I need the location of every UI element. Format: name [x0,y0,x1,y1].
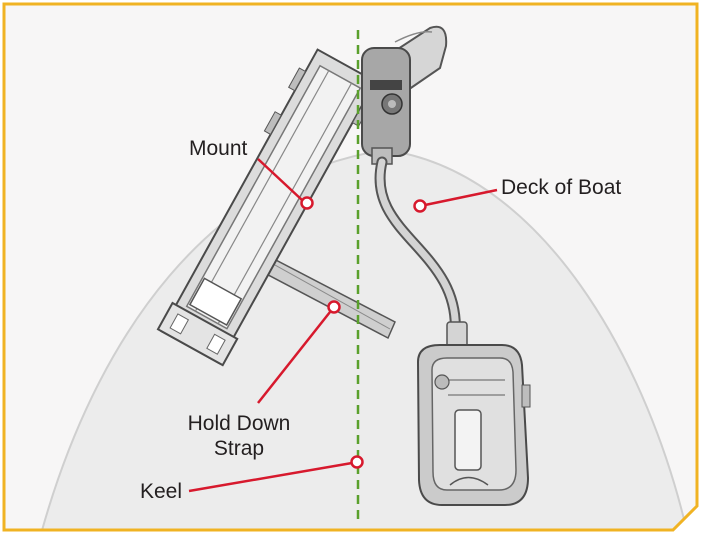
hold-down-strap-label-line1: Hold Down [187,412,291,435]
callout-mount [257,158,314,210]
mount-bracket [156,48,377,367]
frame-border [2,2,699,532]
foot-pedal [416,321,531,506]
hold-down-strap-label-line2: Strap [213,437,265,460]
motor-head [361,25,448,165]
callout-deck [413,188,498,213]
callout-strap [257,300,341,404]
deck-of-boat-label: Deck of Boat [501,176,622,199]
mount-label: Mount [189,137,248,160]
keel-label: Keel [140,480,183,503]
callout-keel [188,455,364,493]
